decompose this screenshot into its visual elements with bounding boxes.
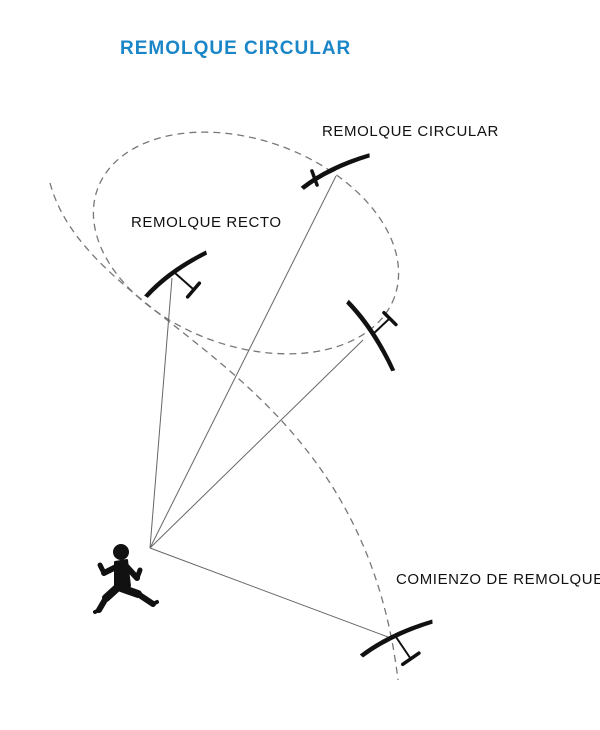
tow-line-start [149, 547, 389, 638]
glider-icon [300, 153, 370, 190]
tow-lines [149, 175, 389, 638]
glider-icon [346, 299, 398, 372]
running-person-icon [93, 544, 159, 614]
label-tow-start: COMIENZO DE REMOLQUE [396, 571, 600, 588]
tow-line-straight [149, 277, 173, 549]
tow-line-circular-right [149, 339, 364, 549]
label-straight-tow: REMOLQUE RECTO [131, 214, 282, 231]
glider-icon [359, 619, 433, 667]
diagram-title: REMOLQUE CIRCULAR [120, 38, 352, 59]
glider-icon [144, 250, 208, 299]
launch-path [49, 182, 399, 681]
circular-path [92, 131, 400, 355]
label-circular-tow: REMOLQUE CIRCULAR [322, 123, 499, 140]
tow-line-circular-top [149, 175, 337, 549]
